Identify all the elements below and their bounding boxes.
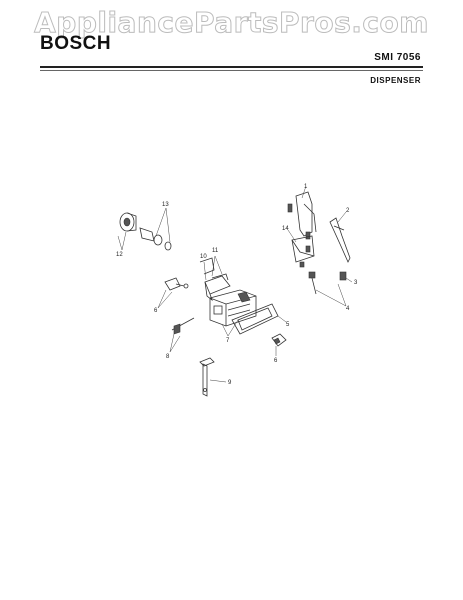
part-3-screw bbox=[339, 271, 347, 281]
model-number: SMI 7056 bbox=[374, 52, 421, 63]
callout-14: 14 bbox=[282, 226, 289, 232]
part-14-bracket bbox=[291, 235, 315, 268]
part-13-seal bbox=[139, 227, 172, 251]
callout-6-upper: 6 bbox=[154, 308, 158, 314]
part-10-spring bbox=[199, 257, 215, 275]
part-9-lever bbox=[199, 357, 215, 397]
part-7-dispenser-housing bbox=[209, 289, 257, 327]
callout-1: 1 bbox=[304, 184, 308, 190]
callout-12: 12 bbox=[116, 252, 123, 258]
watermark: AppliancePartsPros.com bbox=[34, 6, 429, 40]
part-6-latch bbox=[164, 277, 189, 291]
part-1-bracket bbox=[287, 191, 317, 240]
brand-logo: BOSCH bbox=[40, 33, 112, 54]
part-5-gasket bbox=[231, 303, 279, 335]
callout-11: 11 bbox=[212, 248, 219, 254]
part-11-lid bbox=[204, 273, 231, 302]
header-rule bbox=[40, 66, 423, 68]
callout-7: 7 bbox=[226, 338, 230, 344]
callout-5: 5 bbox=[286, 322, 290, 328]
part-8-pin bbox=[171, 317, 195, 335]
callout-8: 8 bbox=[166, 354, 170, 360]
callout-9: 9 bbox=[228, 380, 232, 386]
header-rule-thin bbox=[40, 70, 423, 71]
callout-4: 4 bbox=[346, 306, 350, 312]
section-title: DISPENSER bbox=[370, 76, 421, 85]
part-12-cap bbox=[119, 212, 137, 232]
part-4-shaft bbox=[308, 271, 317, 295]
callout-2: 2 bbox=[346, 208, 350, 214]
callout-6-lower: 6 bbox=[274, 358, 278, 364]
part-2-spring-arm bbox=[329, 217, 351, 263]
part-6-clip bbox=[271, 333, 287, 347]
callout-13: 13 bbox=[162, 202, 169, 208]
callout-10: 10 bbox=[200, 254, 207, 260]
callout-3: 3 bbox=[354, 280, 358, 286]
